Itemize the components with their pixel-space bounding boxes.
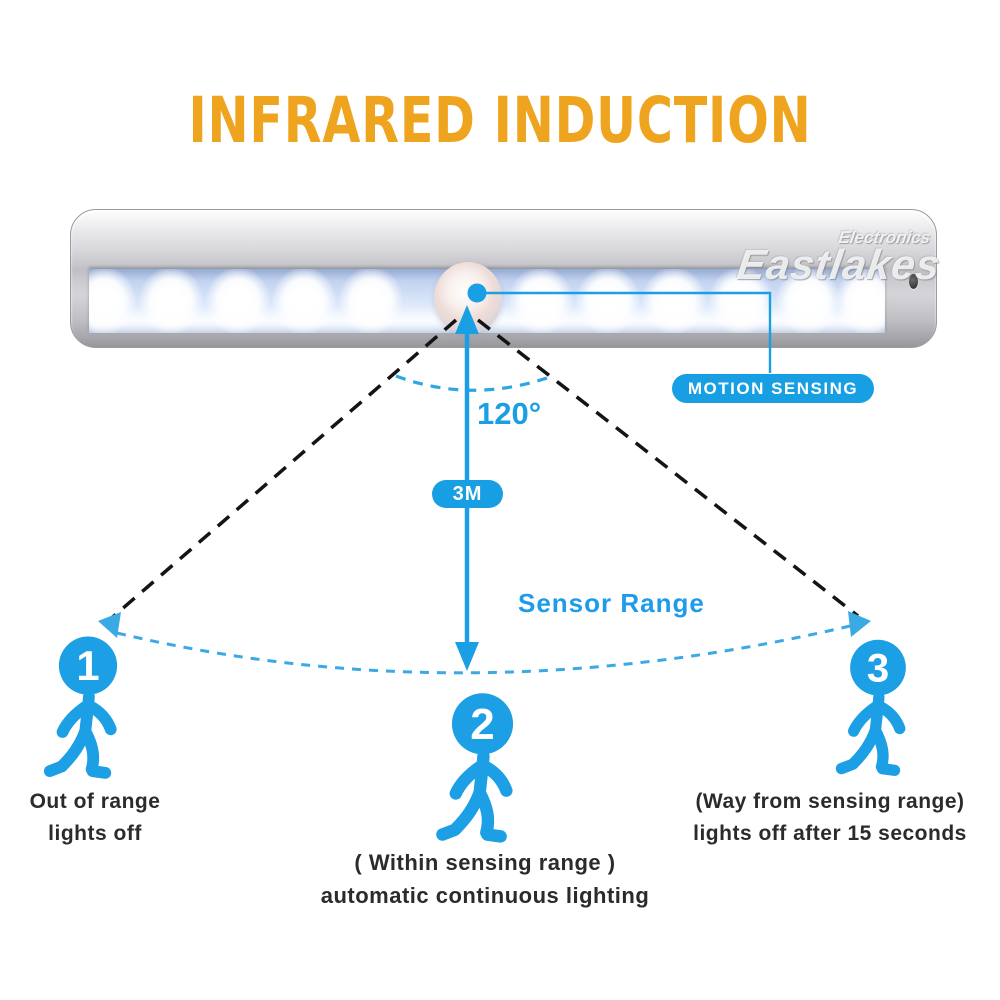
caption-line: (Way from sensing range)	[695, 790, 965, 813]
person-figure-1: 1	[38, 633, 138, 791]
angle-label: 120°	[477, 396, 542, 431]
range-arc-arrowhead-right	[848, 611, 871, 637]
person-body	[43, 690, 117, 779]
person-figure-3: 3	[830, 638, 926, 786]
person-head	[58, 636, 118, 695]
range-arc-arrowhead-left	[98, 612, 121, 638]
person-body	[436, 750, 513, 843]
led-light-bar: Electronics Eastlakes	[70, 209, 944, 348]
person-figure-2: 2	[430, 690, 535, 855]
distance-arrowhead-up	[455, 305, 479, 334]
caption-line: Out of range	[29, 790, 161, 813]
distance-arrowhead-down	[455, 642, 479, 671]
mounting-hole	[909, 274, 918, 289]
sensor-callout-line	[486, 291, 772, 373]
person-body	[835, 691, 906, 776]
person-head	[850, 639, 906, 696]
sensor-range-label: Sensor Range	[518, 588, 705, 618]
motion-sensing-badge: MOTION SENSING	[672, 374, 874, 403]
person-number: 1	[76, 642, 99, 689]
cone-line-left	[105, 318, 458, 624]
caption-line: lights off	[48, 821, 142, 845]
person-number: 3	[867, 647, 889, 691]
page-title: INFRARED INDUCTION	[188, 84, 812, 157]
sensor-range-arc	[116, 624, 851, 675]
sensor-callout-dot	[467, 283, 487, 303]
caption-line: ( Within sensing range )	[354, 850, 616, 875]
person-head	[451, 693, 514, 755]
caption-out-of-range: Out of range lights off	[0, 786, 190, 849]
caption-line: automatic continuous lighting	[320, 883, 650, 908]
person-number: 2	[470, 700, 494, 749]
caption-line: lights off after 15 seconds	[693, 821, 967, 845]
caption-away-from-range: (Way from sensing range) lights off afte…	[660, 786, 1000, 849]
angle-arc	[395, 374, 551, 392]
distance-badge: 3M	[432, 480, 503, 508]
cone-line-right	[476, 318, 860, 618]
caption-within-range: ( Within sensing range ) automatic conti…	[295, 846, 675, 912]
